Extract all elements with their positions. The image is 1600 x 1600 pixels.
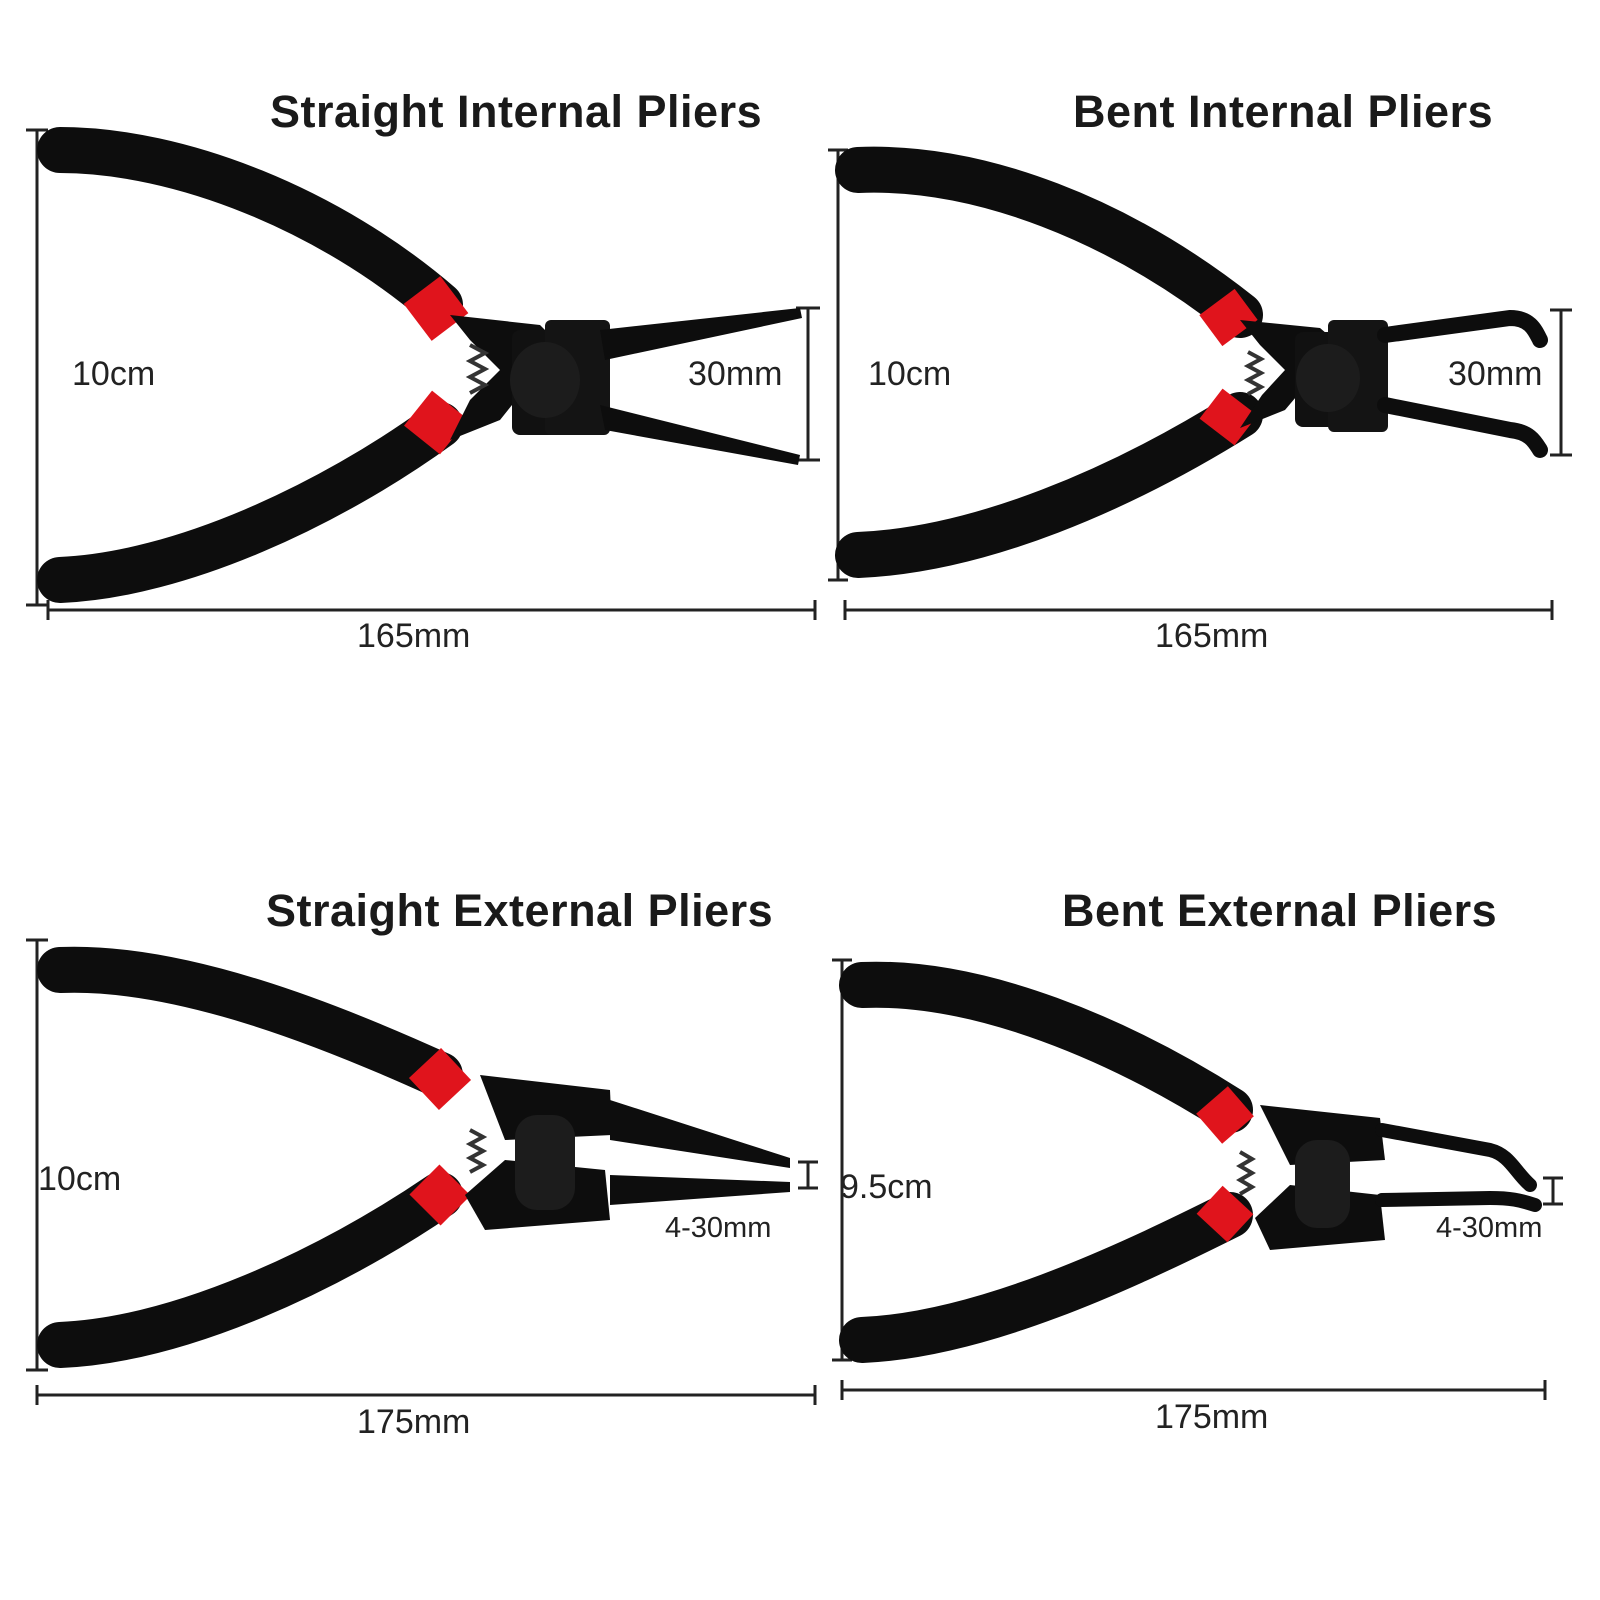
panel-straight-internal: Straight Internal Pliers 10cm 30mm 165mm xyxy=(0,0,820,800)
width-label: 175mm xyxy=(1155,1398,1269,1436)
height-dimension-line xyxy=(26,128,48,607)
tip-dimension-line xyxy=(1543,1176,1563,1206)
pliers-shape xyxy=(835,146,1548,578)
width-dimension-line xyxy=(35,1385,817,1405)
panel-title: Bent Internal Pliers xyxy=(1073,86,1494,137)
height-label: 10cm xyxy=(868,355,952,393)
height-dimension-line xyxy=(828,148,848,582)
panel-straight-external: Straight External Pliers 10cm 4-30mm 175… xyxy=(0,800,818,1600)
tip-label: 30mm xyxy=(1448,355,1543,393)
bent-external-pliers-diagram xyxy=(832,958,1563,1400)
pliers-shape xyxy=(37,946,790,1368)
width-label: 165mm xyxy=(357,617,471,655)
bent-internal-pliers-diagram xyxy=(828,146,1572,620)
panel-title: Straight External Pliers xyxy=(266,885,774,936)
width-label: 165mm xyxy=(1155,617,1269,655)
width-dimension-line xyxy=(843,600,1554,620)
tip-dimension-line xyxy=(798,1160,818,1190)
straight-external-pliers-diagram xyxy=(26,938,818,1405)
height-label: 10cm xyxy=(72,355,156,393)
height-label: 9.5cm xyxy=(840,1168,933,1206)
panel-bent-external: Bent External Pliers 9.5cm 4-30mm 175mm xyxy=(800,800,1600,1600)
width-dimension-line xyxy=(46,600,817,620)
width-label: 175mm xyxy=(357,1403,471,1441)
pliers-shape xyxy=(839,961,1542,1363)
height-dimension-line xyxy=(832,958,852,1362)
height-label: 10cm xyxy=(38,1160,122,1198)
tip-dimension-line xyxy=(1550,308,1572,457)
tip-label: 4-30mm xyxy=(1436,1212,1543,1244)
panel-bent-internal: Bent Internal Pliers 10cm 30mm 165mm xyxy=(800,0,1600,800)
panel-title: Bent External Pliers xyxy=(1062,885,1498,936)
straight-internal-pliers-diagram xyxy=(26,127,820,620)
pliers-shape xyxy=(37,127,802,603)
width-dimension-line xyxy=(840,1380,1547,1400)
tip-label: 30mm xyxy=(688,355,783,393)
tip-label: 4-30mm xyxy=(665,1212,772,1244)
height-dimension-line xyxy=(26,938,48,1372)
panel-title: Straight Internal Pliers xyxy=(270,86,763,137)
